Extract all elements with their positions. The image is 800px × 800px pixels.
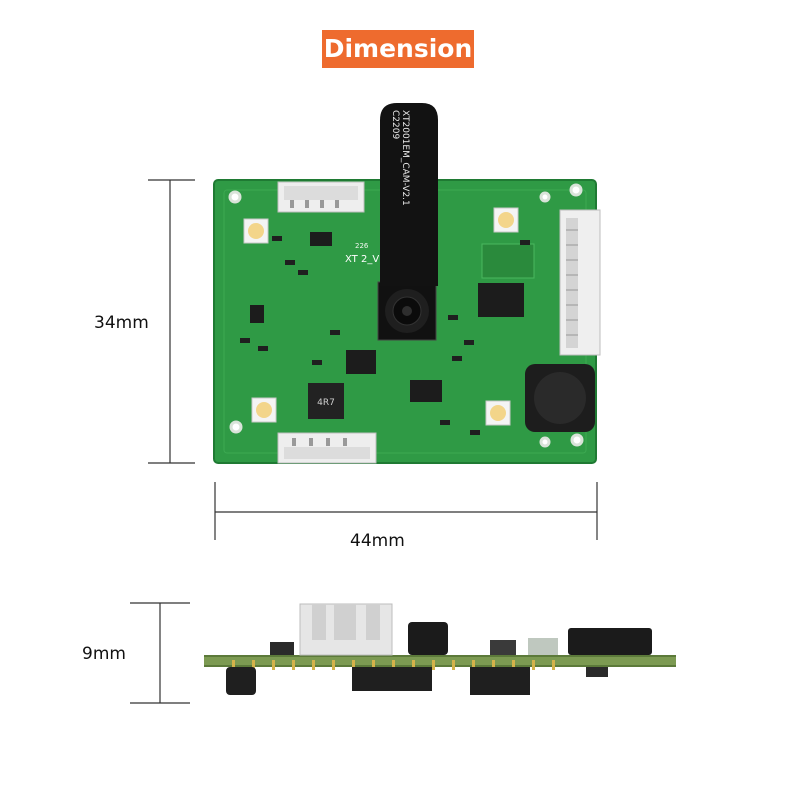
ic-chips	[250, 232, 535, 402]
pcb-silkscreen-label: XT 2_V1.1	[345, 254, 395, 265]
connector-jp1	[559, 209, 601, 356]
cable-text-2: C2209	[390, 110, 400, 139]
width-dimension-label: 44mm	[350, 531, 405, 551]
thickness-dimension-line	[130, 602, 190, 704]
pcb-top-view: 4R7 XT 2_V1.1	[213, 103, 601, 464]
mounting-holes	[228, 183, 584, 448]
connector-jp3	[277, 181, 365, 213]
height-dimension-label: 34mm	[94, 313, 149, 333]
height-dimension-line	[148, 179, 195, 464]
pcb-side-view	[204, 603, 676, 695]
thickness-dimension-label: 9mm	[82, 644, 126, 664]
ribbon-cable: XT2001EM_CAM-V2.1 C2209	[380, 103, 438, 286]
dimension-banner: Dimension	[322, 30, 474, 68]
inductor-marking: 4R7	[317, 398, 335, 408]
cable-text-1: XT2001EM_CAM-V2.1	[400, 110, 410, 206]
camera-module	[377, 281, 437, 341]
pcb-code: 226	[355, 242, 369, 250]
led-cluster	[243, 207, 519, 426]
inductor	[308, 383, 344, 419]
passive-components	[240, 236, 530, 435]
width-dimension-line	[214, 482, 598, 540]
connector-jp2	[277, 432, 377, 464]
